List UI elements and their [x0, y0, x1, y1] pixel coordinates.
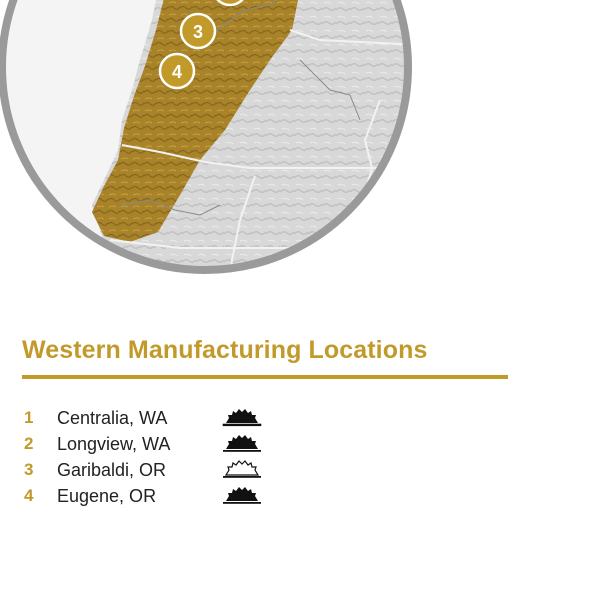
river — [299, 59, 361, 121]
location-number: 1 — [24, 408, 34, 427]
location-number: 2 — [24, 434, 34, 453]
location-name: Longview, WA — [57, 434, 171, 454]
list-item: 1 Centralia, WA — [22, 406, 282, 432]
state-border-nv — [227, 175, 256, 270]
state-border-wa-or — [121, 144, 408, 169]
map-frame-ring — [0, 0, 412, 274]
location-name: Eugene, OR — [57, 486, 157, 506]
section-title: Western Manufacturing Locations — [22, 336, 428, 364]
list-item: 3 Garibaldi, OR — [22, 458, 282, 484]
location-number: 4 — [24, 486, 34, 505]
sawmill-icon — [222, 409, 262, 427]
sawmill-icon — [223, 435, 261, 452]
sawmill-icon — [223, 487, 261, 504]
map-area: 3 4 — [0, 0, 412, 274]
location-list: 1 Centralia, WA 2 Longview, WA 3 Garibal… — [22, 406, 282, 510]
river — [119, 199, 221, 216]
map-marker-partial — [216, 0, 244, 7]
map-marker-3[interactable]: 3 — [179, 12, 217, 50]
map-marker-label: 4 — [172, 62, 182, 82]
service-region — [92, 0, 305, 242]
location-name: Centralia, WA — [57, 408, 168, 428]
map-marker-label: 3 — [193, 22, 203, 42]
region-map: 3 4 — [0, 0, 412, 274]
state-border-north — [289, 29, 408, 46]
sawmill-outline-icon — [223, 460, 261, 478]
location-name: Garibaldi, OR — [57, 460, 167, 480]
map-marker-4[interactable]: 4 — [158, 52, 196, 90]
list-item: 4 Eugene, OR — [22, 484, 282, 510]
title-divider — [22, 375, 508, 379]
location-number: 3 — [24, 460, 34, 479]
list-item: 2 Longview, WA — [22, 432, 282, 458]
